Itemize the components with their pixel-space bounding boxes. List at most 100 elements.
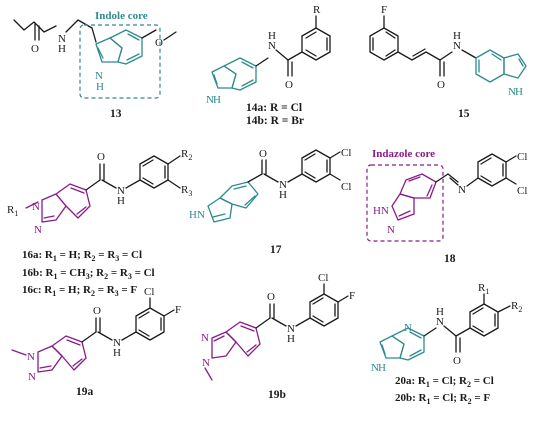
atom-n-ring: N bbox=[371, 362, 379, 374]
phenyl-ring bbox=[301, 27, 331, 61]
methoxy-bond bbox=[141, 29, 157, 39]
compound-13: O N H N H O Indole core 13 bbox=[13, 10, 177, 120]
atom-o: O bbox=[267, 291, 275, 303]
ring-double-3 bbox=[480, 175, 492, 183]
atom-h-ring: H bbox=[96, 81, 104, 93]
indole-double-2 bbox=[244, 195, 256, 206]
r2-bond bbox=[167, 155, 181, 165]
atom-n: N bbox=[117, 185, 125, 197]
phenyl-double-3 bbox=[142, 177, 154, 185]
indazole-double-1 bbox=[408, 176, 421, 182]
compound-19b: N N O N H Cl F 19b bbox=[201, 272, 355, 401]
amide-bond bbox=[275, 49, 289, 61]
atom-cl-4: Cl bbox=[517, 151, 527, 163]
indazole-double-1 bbox=[66, 339, 81, 346]
indazole-pyrazole-ring bbox=[391, 193, 415, 221]
indazole-pyrazole-ring bbox=[211, 331, 237, 359]
indole-pyrrole-ring bbox=[207, 197, 233, 223]
atom-h: H bbox=[287, 333, 295, 345]
compound-label-18: 18 bbox=[444, 253, 456, 265]
indole-double-1 bbox=[241, 61, 254, 69]
aryl-carbonyl-bond bbox=[255, 317, 271, 329]
n1-r1-bond bbox=[25, 201, 39, 209]
indazole-double-2 bbox=[76, 206, 87, 215]
atom-h: H bbox=[117, 195, 125, 207]
atom-o: O bbox=[285, 79, 293, 91]
indazole-double-2 bbox=[72, 358, 83, 367]
indole-benzene-ring bbox=[219, 181, 259, 209]
n-aryl-bond bbox=[121, 331, 137, 341]
chlorofluorophenyl-ring bbox=[135, 307, 165, 341]
imine-c-bond bbox=[435, 173, 449, 183]
compound-15: F O N H N H 15 bbox=[369, 4, 527, 120]
indole-double-bond bbox=[213, 74, 218, 85]
atom-n1: N bbox=[32, 201, 40, 213]
propanoyl-chain bbox=[13, 19, 57, 33]
compound-label-19a: 19a bbox=[76, 386, 94, 398]
atom-o: O bbox=[453, 355, 461, 367]
indole-benzene-ring bbox=[223, 57, 257, 91]
atom-h-ring: H bbox=[213, 94, 221, 106]
indole-pyrrole-double bbox=[518, 58, 524, 67]
atom-n-ring-2: N bbox=[387, 224, 395, 236]
indole-pyrrole-double bbox=[212, 213, 226, 218]
aryl-carbonyl-bond bbox=[247, 173, 263, 183]
indole-double-1 bbox=[233, 185, 247, 190]
atom-cl-4: Cl bbox=[341, 147, 351, 159]
fluorophenyl-ring bbox=[369, 27, 399, 61]
atom-r1: R1 bbox=[7, 204, 18, 218]
atom-o: O bbox=[437, 79, 445, 91]
atom-n: N bbox=[287, 323, 295, 335]
atom-r: R bbox=[313, 4, 321, 16]
cl1-bond bbox=[505, 155, 517, 163]
atom-h: H bbox=[268, 30, 276, 42]
indole-core-box bbox=[79, 24, 161, 99]
cl2-bond bbox=[329, 173, 341, 181]
atom-h: H bbox=[113, 347, 121, 359]
phenyl-double-1 bbox=[472, 307, 484, 315]
compound-20: N H N N H O R1 R2 20a: R1 = Cl; R2 = Cl … bbox=[371, 282, 522, 406]
atom-r2: R2 bbox=[511, 300, 522, 314]
compound-label-17: 17 bbox=[270, 244, 282, 256]
atom-n: N bbox=[268, 40, 276, 52]
ring-double-1 bbox=[138, 311, 150, 319]
indazole-double-1 bbox=[240, 325, 255, 332]
atom-n-imine: N bbox=[458, 184, 466, 196]
atom-n: N bbox=[436, 316, 444, 328]
indole-core-label: Indole core bbox=[95, 10, 148, 22]
compound-label-13: 13 bbox=[110, 108, 122, 120]
atom-f: F bbox=[175, 304, 181, 316]
atom-n1: N bbox=[27, 351, 35, 363]
ring-double-1 bbox=[480, 157, 492, 165]
atom-n-ring: N bbox=[206, 94, 214, 106]
indazole-benzene-ring bbox=[51, 335, 87, 371]
indazole-core-label: Indazole core bbox=[372, 148, 435, 160]
indole-pyrrole-ring bbox=[95, 37, 123, 63]
atom-o: O bbox=[93, 305, 101, 317]
ring-double-3 bbox=[312, 315, 324, 323]
pyridine-double-2 bbox=[409, 349, 422, 357]
compound-label-20a: 20a: R1 = Cl; R2 = Cl bbox=[395, 375, 494, 389]
aryl-carbonyl-bond bbox=[81, 331, 97, 343]
indazole-pyrazole-ring bbox=[41, 193, 67, 223]
f-bond bbox=[337, 295, 349, 303]
indazole-pyrazole-double bbox=[213, 335, 225, 342]
vinyl-chain bbox=[397, 51, 441, 61]
atom-h: H bbox=[453, 30, 461, 42]
ethyl-linker bbox=[65, 19, 97, 43]
atom-n-ring: N bbox=[508, 86, 516, 98]
amide-bond bbox=[101, 179, 117, 189]
ring-double-3 bbox=[304, 171, 316, 179]
r2-bond bbox=[497, 305, 511, 313]
atom-n1: N bbox=[201, 332, 209, 344]
compound-label-14a: 14a: R = Cl bbox=[246, 102, 302, 114]
phenyl-double-1 bbox=[142, 159, 154, 167]
amide-n-bond bbox=[423, 327, 437, 337]
indazole-pyrazole-double bbox=[39, 365, 52, 369]
atom-h: H bbox=[436, 306, 444, 318]
aryl-bond bbox=[287, 51, 303, 61]
compound-label-16c: 16c: R1 = H; R2 = R3 = F bbox=[22, 284, 137, 298]
ring-double-3 bbox=[385, 31, 396, 39]
indazole-benzene-ring bbox=[55, 183, 91, 219]
phenyl-double-3 bbox=[305, 49, 317, 57]
